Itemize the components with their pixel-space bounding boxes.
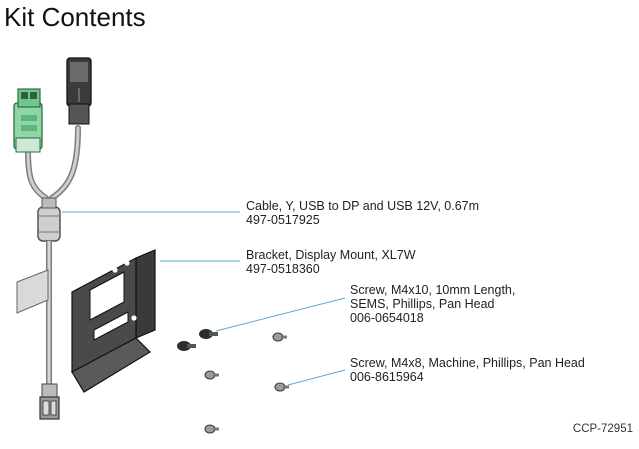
callout-screw-m4x10: Screw, M4x10, 10mm Length, SEMS, Phillip…: [350, 283, 515, 325]
y-cable-drawing: [13, 57, 92, 420]
screws-m4x10-drawing: [177, 329, 218, 351]
leader-lines: [62, 211, 346, 386]
leader-screw-m4x8: [287, 369, 346, 386]
item-description: Cable, Y, USB to DP and USB 12V, 0.67m: [246, 199, 480, 213]
item-description: Screw, M4x10, 10mm Length,: [350, 283, 516, 297]
callout-cable: Cable, Y, USB to DP and USB 12V, 0.67m 4…: [246, 199, 479, 227]
screws-m4x8-drawing: [204, 332, 289, 434]
item-description: Bracket, Display Mount, XL7W: [246, 248, 416, 262]
item-part-number: 006-8615964: [350, 370, 424, 384]
item-description-cont: SEMS, Phillips, Pan Head: [350, 297, 495, 311]
callout-bracket: Bracket, Display Mount, XL7W 497-0518360: [246, 248, 416, 276]
leader-screw-m4x10: [215, 297, 346, 332]
item-part-number: 006-0654018: [350, 311, 424, 325]
figure-id: CCP-72951: [572, 423, 633, 435]
page-title: Kit Contents: [4, 2, 146, 32]
item-part-number: 497-0517925: [246, 213, 320, 227]
callout-screw-m4x8: Screw, M4x8, Machine, Phillips, Pan Head…: [350, 356, 585, 384]
bracket-drawing: [71, 249, 156, 393]
item-part-number: 497-0518360: [246, 262, 320, 276]
item-description: Screw, M4x8, Machine, Phillips, Pan Head: [350, 356, 585, 370]
